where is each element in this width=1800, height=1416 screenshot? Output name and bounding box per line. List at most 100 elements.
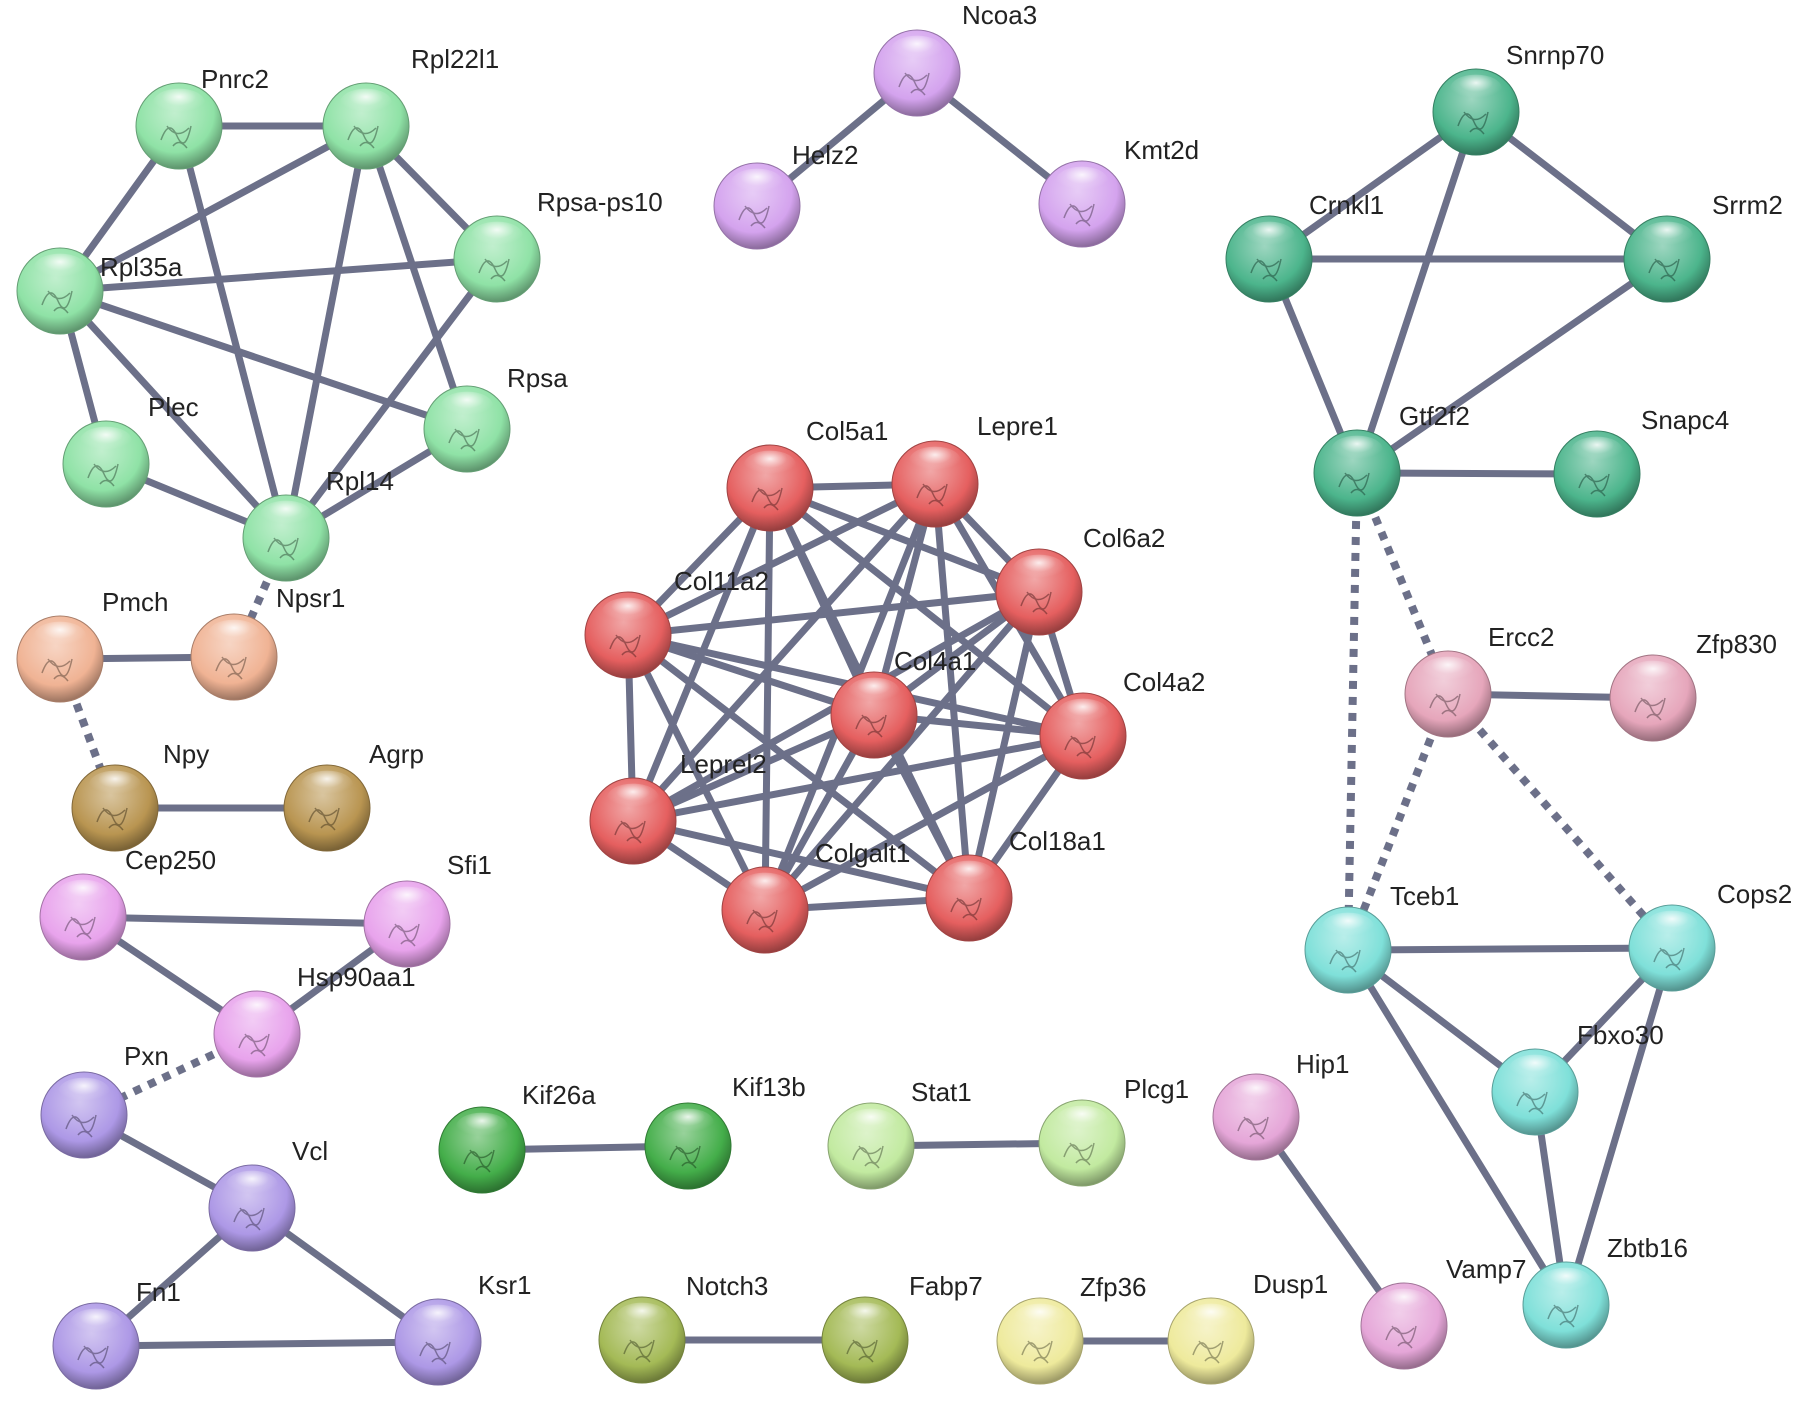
node-snrnp70[interactable]: Snrnp70 <box>1432 40 1604 156</box>
protein-structure-icon <box>846 1339 878 1363</box>
node-highlight <box>1013 554 1065 583</box>
node-highlight <box>34 253 86 282</box>
node-colgalt1[interactable]: Colgalt1 <box>721 838 910 954</box>
node-rpl14[interactable]: Rpl14 <box>242 466 394 582</box>
node-kif13b[interactable]: Kif13b <box>644 1072 806 1190</box>
node-col6a2[interactable]: Col6a2 <box>995 523 1165 636</box>
node-notch3[interactable]: Notch3 <box>598 1271 768 1384</box>
node-highlight <box>301 770 353 799</box>
node-col5a1[interactable]: Col5a1 <box>726 416 888 532</box>
node-label: Pmch <box>102 587 168 617</box>
node-ercc2[interactable]: Ercc2 <box>1404 622 1554 738</box>
node-label: Zbtb16 <box>1607 1233 1688 1263</box>
node-label: Dusp1 <box>1253 1269 1328 1299</box>
node-npy[interactable]: Npy <box>71 739 209 852</box>
node-ncoa3[interactable]: Ncoa3 <box>873 0 1037 117</box>
node-label: Fabp7 <box>909 1271 983 1301</box>
node-snapc4[interactable]: Snapc4 <box>1553 405 1729 518</box>
node-zfp830[interactable]: Zfp830 <box>1609 629 1777 742</box>
node-col11a2[interactable]: Col11a2 <box>584 566 769 679</box>
node-label: Zfp830 <box>1696 629 1777 659</box>
protein-structure-icon <box>463 1149 495 1173</box>
node-highlight <box>1422 656 1474 685</box>
protein-structure-icon <box>1250 258 1282 282</box>
node-npsr1[interactable]: Npsr1 <box>190 583 345 701</box>
node-highlight <box>1571 436 1623 465</box>
node-highlight <box>208 619 260 648</box>
node-label: Rpl14 <box>326 466 394 496</box>
node-tceb1[interactable]: Tceb1 <box>1304 881 1459 994</box>
node-label: Fn1 <box>136 1277 181 1307</box>
node-stat1[interactable]: Stat1 <box>827 1077 972 1190</box>
protein-structure-icon <box>609 634 641 658</box>
node-srrm2[interactable]: Srrm2 <box>1623 190 1783 303</box>
edge-ercc2-tceb1 <box>1344 692 1452 952</box>
node-sfi1[interactable]: Sfi1 <box>363 850 492 968</box>
node-highlight <box>34 621 86 650</box>
node-col18a1[interactable]: Col18a1 <box>925 826 1106 942</box>
node-vamp7[interactable]: Vamp7 <box>1360 1254 1526 1370</box>
node-zfp36[interactable]: Zfp36 <box>996 1272 1147 1385</box>
node-plcg1[interactable]: Plcg1 <box>1038 1074 1189 1187</box>
node-pxn[interactable]: Pxn <box>40 1041 169 1159</box>
node-helz2[interactable]: Helz2 <box>713 140 858 250</box>
node-fabp7[interactable]: Fabp7 <box>821 1271 983 1384</box>
node-lepre1[interactable]: Lepre1 <box>891 411 1058 528</box>
node-label: Npsr1 <box>276 583 345 613</box>
node-label: Rpsa <box>507 363 568 393</box>
protein-structure-icon <box>898 72 930 96</box>
node-rpsa-ps10[interactable]: Rpsa-ps10 <box>453 187 663 303</box>
node-dusp1[interactable]: Dusp1 <box>1167 1269 1328 1385</box>
protein-structure-icon <box>1063 1142 1095 1166</box>
node-ksr1[interactable]: Ksr1 <box>394 1270 531 1386</box>
node-highlight <box>1014 1303 1066 1332</box>
node-kmt2d[interactable]: Kmt2d <box>1038 135 1199 248</box>
edge-tceb1-cops2 <box>1344 944 1676 954</box>
protein-structure-icon <box>87 463 119 487</box>
node-plec[interactable]: Plec <box>62 392 199 508</box>
node-label: Col4a1 <box>894 646 976 676</box>
node-vcl[interactable]: Vcl <box>208 1136 328 1252</box>
node-zbtb16[interactable]: Zbtb16 <box>1522 1233 1688 1349</box>
node-highlight <box>1056 166 1108 195</box>
node-highlight <box>848 677 900 706</box>
node-crnkl1[interactable]: Crnkl1 <box>1225 190 1384 303</box>
protein-structure-icon <box>1457 111 1489 135</box>
node-agrp[interactable]: Agrp <box>283 739 424 852</box>
edge-cops2-zbtb16 <box>1562 944 1676 1309</box>
protein-structure-icon <box>64 916 96 940</box>
node-highlight <box>153 88 205 117</box>
node-kif26a[interactable]: Kif26a <box>438 1080 596 1194</box>
protein-structure-icon <box>238 1033 270 1057</box>
node-col4a1[interactable]: Col4a1 <box>830 646 976 759</box>
node-col4a2[interactable]: Col4a2 <box>1039 667 1205 780</box>
node-pmch[interactable]: Pmch <box>16 587 168 703</box>
protein-structure-icon <box>1516 1091 1548 1115</box>
edge-rpl22l1-rpl35a <box>56 122 370 295</box>
protein-structure-icon <box>852 1145 884 1169</box>
node-highlight <box>89 770 141 799</box>
node-highlight <box>1331 435 1383 464</box>
node-highlight <box>1378 1288 1430 1317</box>
node-cops2[interactable]: Cops2 <box>1628 879 1792 992</box>
protein-structure-icon <box>1192 1340 1224 1364</box>
node-rpl35a[interactable]: Rpl35a <box>16 247 183 335</box>
node-rpl22l1[interactable]: Rpl22l1 <box>322 44 499 170</box>
edge-col5a1-col4a2 <box>766 484 1087 740</box>
node-label: Fbxo30 <box>1577 1020 1664 1050</box>
edge-cep250-sfi1 <box>79 913 411 928</box>
node-fn1[interactable]: Fn1 <box>52 1277 181 1390</box>
node-gtf2f2[interactable]: Gtf2f2 <box>1313 401 1470 517</box>
protein-structure-icon <box>1634 697 1666 721</box>
node-hip1[interactable]: Hip1 <box>1212 1049 1349 1161</box>
node-label: Vcl <box>292 1136 328 1166</box>
node-label: Cep250 <box>125 845 216 875</box>
node-rpsa[interactable]: Rpsa <box>423 363 568 473</box>
node-cep250[interactable]: Cep250 <box>39 845 216 961</box>
node-label: Col11a2 <box>674 566 769 596</box>
node-pnrc2[interactable]: Pnrc2 <box>135 64 269 170</box>
node-hsp90aa1[interactable]: Hsp90aa1 <box>213 962 416 1078</box>
node-fbxo30[interactable]: Fbxo30 <box>1491 1020 1664 1136</box>
node-leprel2[interactable]: Leprel2 <box>589 749 767 865</box>
node-label: Ncoa3 <box>962 0 1037 30</box>
